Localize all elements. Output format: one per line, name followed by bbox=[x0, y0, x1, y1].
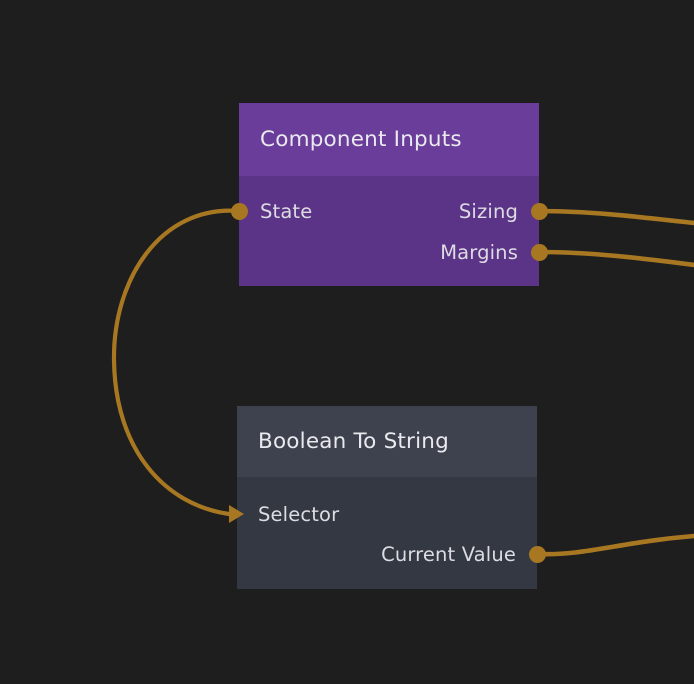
node-body-component-inputs: State Sizing Margins bbox=[230, 176, 548, 286]
wire-sizing-out bbox=[536, 208, 694, 226]
node-boolean-to-string[interactable]: Boolean To String Selector Current Value bbox=[229, 406, 546, 589]
wire-margins-out bbox=[536, 249, 694, 268]
output-port-current-value[interactable]: Current Value bbox=[381, 541, 537, 567]
output-port-margins-label: Margins bbox=[440, 240, 518, 264]
node-component-inputs[interactable]: Component Inputs State Sizing Margins bbox=[230, 103, 548, 286]
input-port-state-label: State bbox=[260, 199, 313, 223]
node-header-component-inputs[interactable]: Component Inputs bbox=[239, 103, 539, 176]
output-port-margins-connector-icon[interactable] bbox=[530, 243, 548, 261]
node-title: Component Inputs bbox=[260, 127, 462, 152]
node-title: Boolean To String bbox=[258, 429, 449, 454]
output-port-current-value-label: Current Value bbox=[381, 542, 516, 566]
input-port-selector-connector-icon[interactable] bbox=[229, 505, 244, 523]
output-port-current-value-connector-icon[interactable] bbox=[528, 545, 546, 563]
input-port-selector[interactable]: Selector bbox=[237, 501, 339, 527]
output-port-sizing-label: Sizing bbox=[458, 199, 518, 223]
wire-state-to-selector bbox=[111, 208, 242, 517]
output-port-margins[interactable]: Margins bbox=[440, 239, 539, 265]
output-port-sizing[interactable]: Sizing bbox=[459, 198, 539, 224]
node-body-boolean-to-string: Selector Current Value bbox=[229, 477, 546, 589]
output-port-sizing-connector-icon[interactable] bbox=[530, 202, 548, 220]
input-port-selector-label: Selector bbox=[258, 502, 340, 526]
node-header-boolean-to-string[interactable]: Boolean To String bbox=[237, 406, 537, 477]
input-port-state-connector-icon[interactable] bbox=[230, 202, 248, 220]
wire-current-value-out bbox=[534, 533, 694, 557]
input-port-state[interactable]: State bbox=[239, 198, 312, 224]
